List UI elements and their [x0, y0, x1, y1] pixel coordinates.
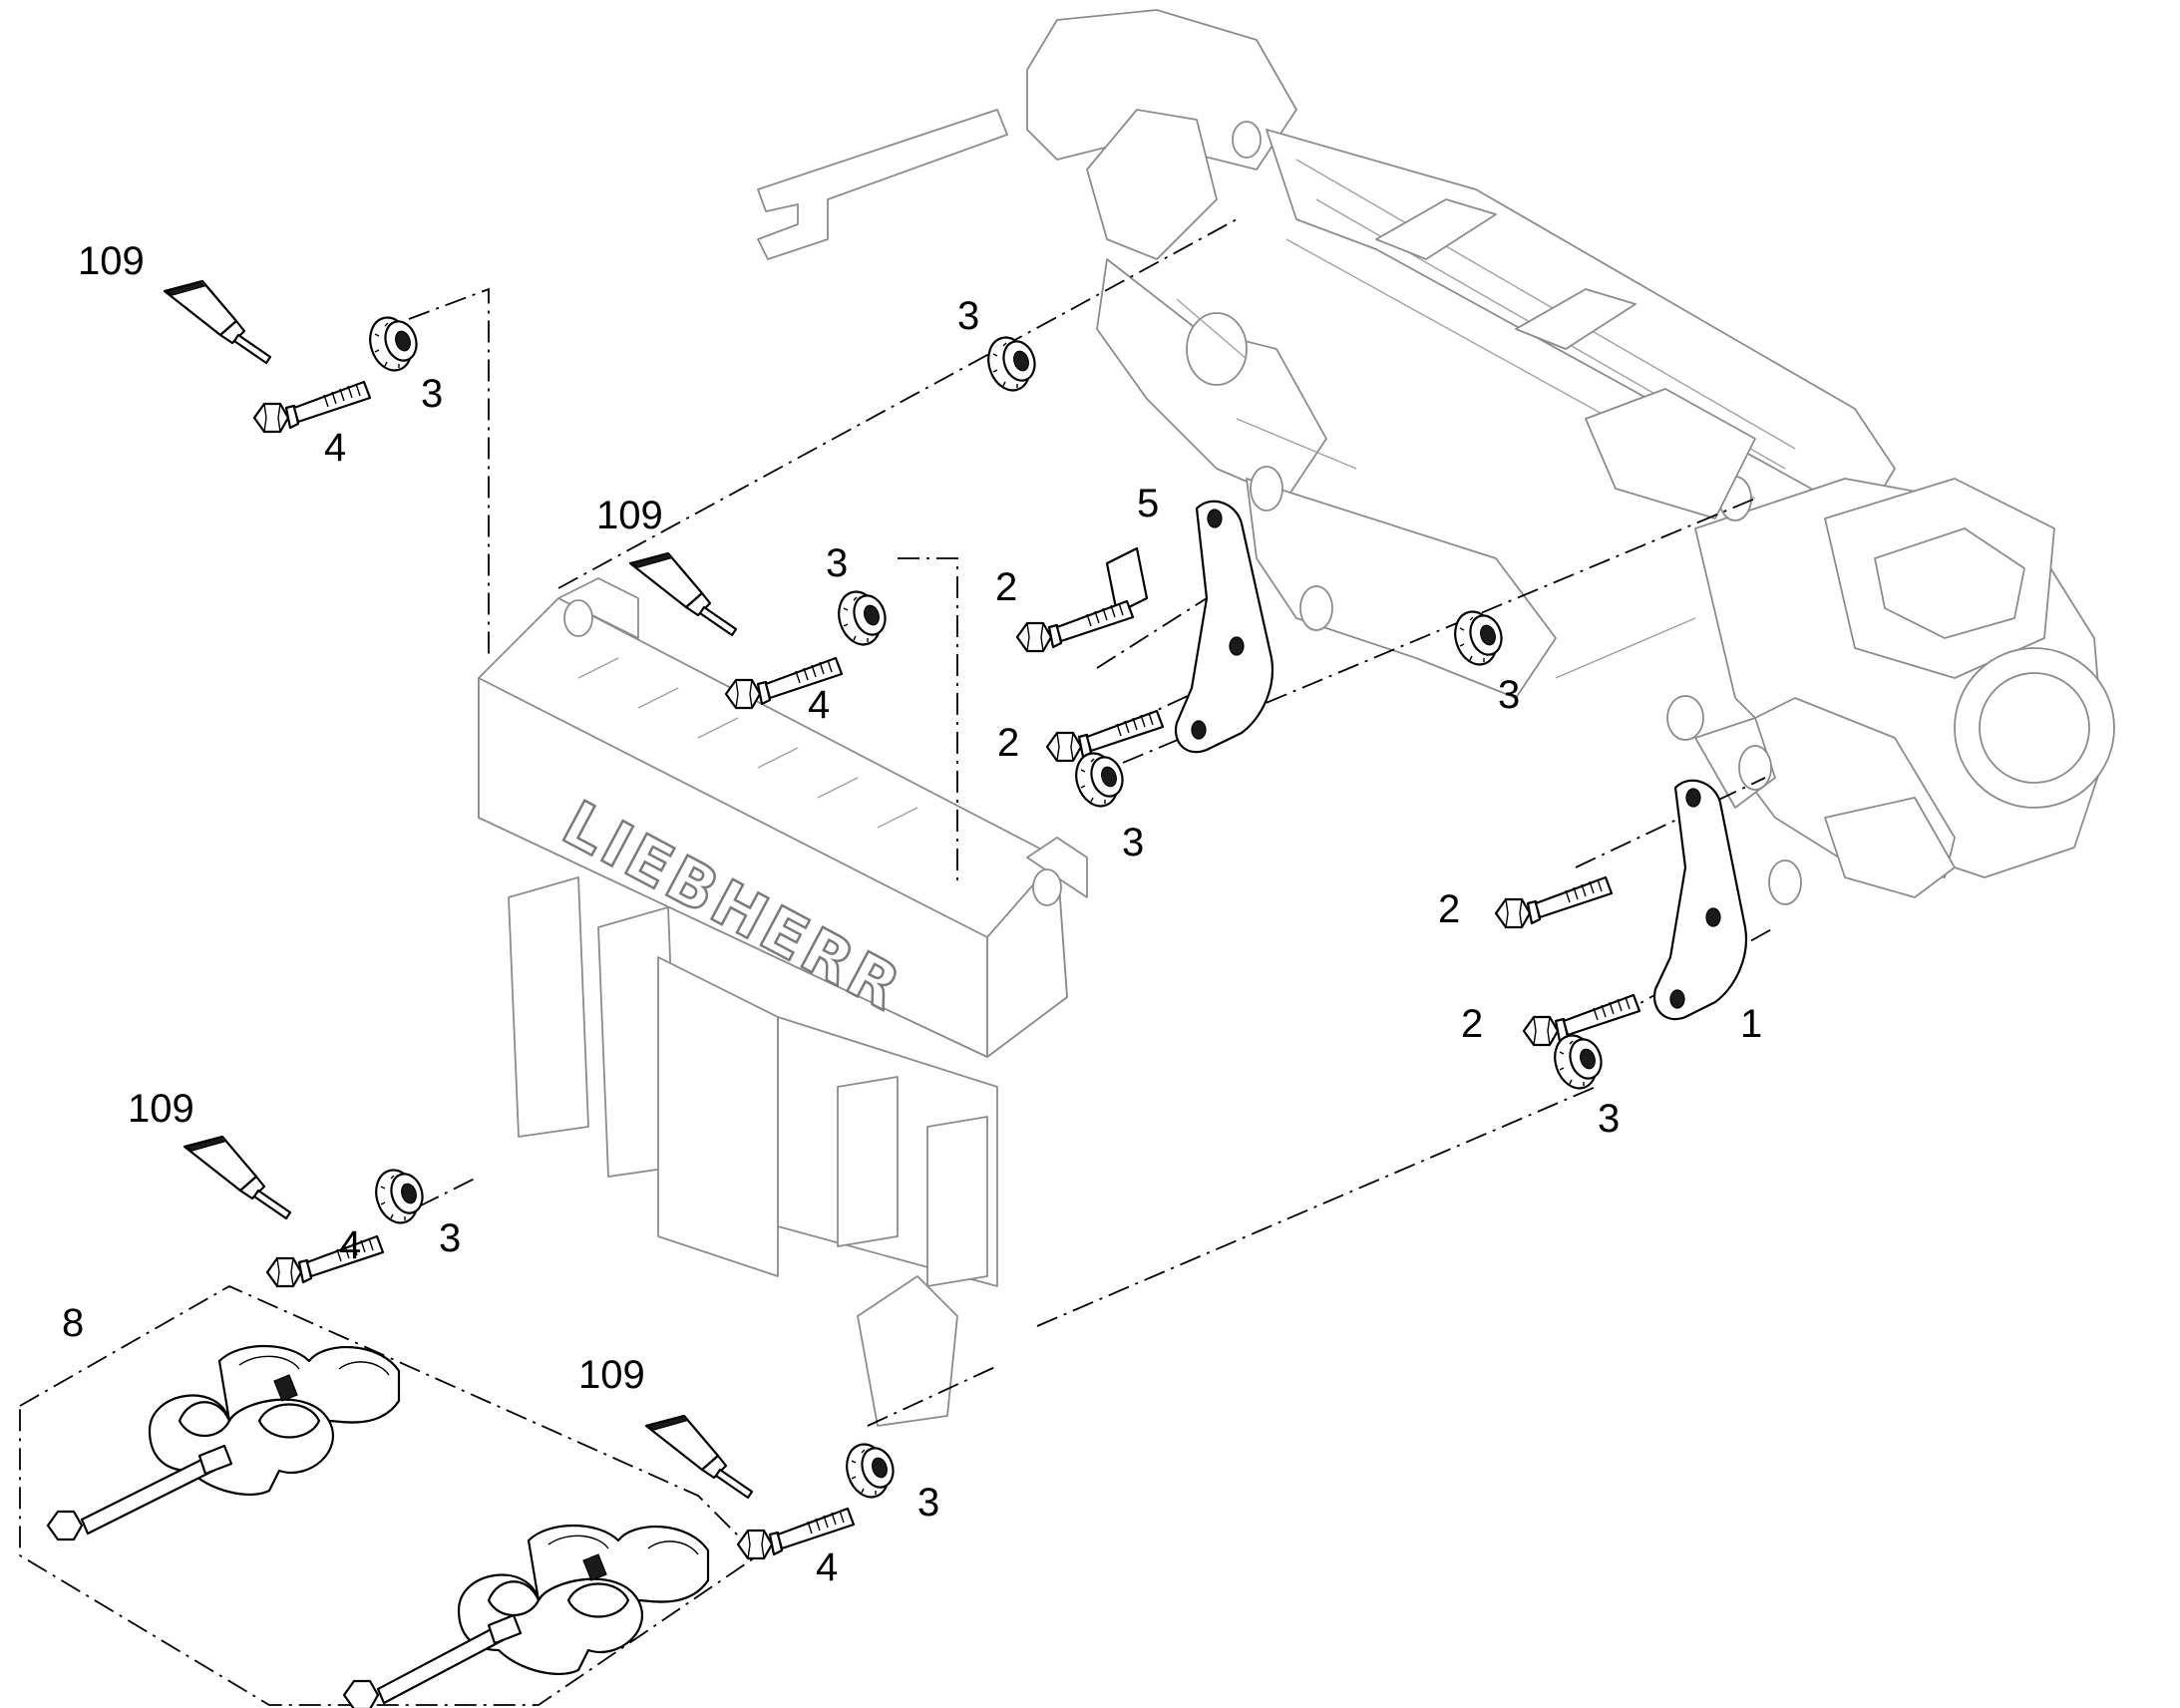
- washer-nut-4: [1068, 747, 1129, 813]
- bolt-1: [252, 380, 372, 434]
- vehicle-frame-structure: [757, 9, 2115, 905]
- callout-15: 1: [1740, 1002, 1762, 1046]
- callout-21: 109: [578, 1353, 645, 1397]
- callout-12: 3: [1498, 673, 1520, 717]
- washer-nut-1: [362, 311, 423, 377]
- callout-18: 3: [439, 1216, 461, 1260]
- pipe-clamp-2: [457, 1524, 710, 1676]
- callout-labels: 109 3 4 3 109 3 4 5 2 2 3 3 2 2 1 3 109 …: [62, 239, 1762, 1589]
- callout-20: 8: [62, 1301, 84, 1345]
- bolt-5: [1494, 875, 1614, 929]
- callout-7: 4: [808, 683, 830, 727]
- callout-14: 2: [1461, 1002, 1483, 1046]
- washer-nut-7: [368, 1164, 429, 1229]
- callout-17: 109: [128, 1087, 194, 1131]
- clamp-bolt-1: [46, 1444, 233, 1541]
- callout-11: 3: [1122, 821, 1144, 864]
- washer-nut-3: [831, 585, 892, 651]
- callout-13: 2: [1438, 887, 1460, 931]
- bolt-4: [1045, 709, 1165, 763]
- washer-nut-8: [839, 1438, 900, 1504]
- sealant-tube-1: [163, 279, 272, 365]
- callout-1: 109: [78, 239, 145, 283]
- callout-2: 3: [421, 372, 443, 416]
- callout-4: 3: [957, 294, 979, 338]
- callout-5: 109: [596, 494, 663, 537]
- callout-10: 2: [997, 721, 1019, 765]
- washer-nut-2: [980, 331, 1041, 397]
- callout-16: 3: [1598, 1097, 1620, 1141]
- clamp-bolt-2: [342, 1613, 523, 1708]
- callout-6: 3: [826, 541, 848, 585]
- callout-8: 5: [1137, 482, 1159, 525]
- bracket-5: [1105, 500, 1274, 754]
- bracket-1: [1652, 779, 1748, 1021]
- callout-19: 4: [339, 1223, 361, 1267]
- sealant-tube-3: [182, 1135, 292, 1220]
- callout-3: 4: [324, 426, 346, 470]
- sealant-tube-2: [628, 551, 738, 637]
- bolt-7: [265, 1234, 385, 1288]
- callout-22: 3: [917, 1481, 939, 1525]
- bolt-3: [1015, 599, 1135, 653]
- washer-nut-6: [1547, 1029, 1608, 1095]
- callout-9: 2: [995, 565, 1017, 609]
- sealant-tube-4: [644, 1414, 754, 1500]
- control-unit-assembly: LIEBHERR: [478, 577, 1088, 1427]
- callout-23: 4: [816, 1545, 838, 1589]
